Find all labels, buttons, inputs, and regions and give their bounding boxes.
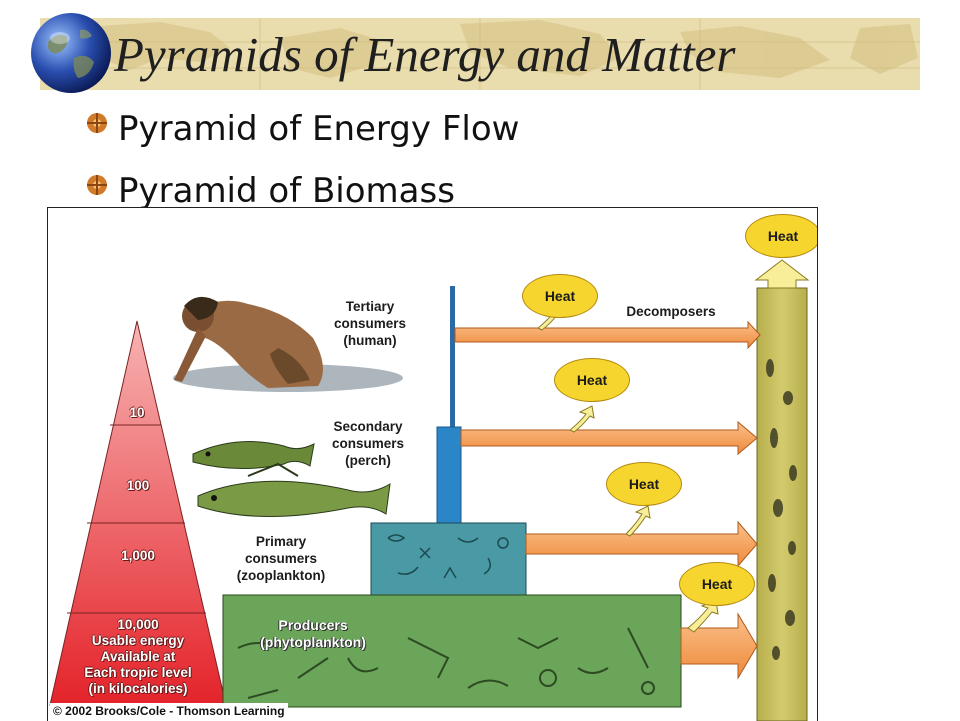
tertiary-consumers-label: Tertiary consumers (human) bbox=[310, 298, 430, 349]
heat-bubble: Heat bbox=[522, 274, 598, 318]
bullet-icon bbox=[87, 113, 107, 133]
bullet-text: Pyramid of Biomass bbox=[118, 171, 455, 211]
pyramid-caption-line: Available at bbox=[100, 649, 176, 664]
pyramid-level-1: 10 bbox=[129, 405, 145, 420]
heat-bubble: Heat bbox=[679, 562, 755, 606]
pyramid-level-4: 10,000 bbox=[117, 617, 159, 632]
primary-consumers-label: Primary consumers (zooplankton) bbox=[221, 533, 341, 584]
heat-bubble: Heat bbox=[554, 358, 630, 402]
arrow-secondary bbox=[460, 420, 758, 456]
zooplankton-water bbox=[370, 522, 527, 602]
arrow-producers bbox=[680, 612, 758, 680]
heat-bubble: Heat bbox=[606, 462, 682, 506]
pyramid-caption-line: (in kilocalories) bbox=[88, 681, 188, 696]
decomposer-column bbox=[754, 259, 810, 721]
energy-flow-arrows bbox=[454, 320, 761, 680]
bullet-text: Pyramid of Energy Flow bbox=[118, 109, 520, 149]
arrow-tertiary bbox=[454, 320, 761, 350]
pyramid-caption-line: Usable energy bbox=[91, 633, 185, 648]
secondary-consumers-label: Secondary consumers (perch) bbox=[308, 418, 428, 469]
label-line: Tertiary bbox=[345, 299, 395, 314]
pyramid-level-2: 100 bbox=[126, 478, 150, 493]
label-line: Producers bbox=[278, 617, 348, 633]
phytoplankton-field bbox=[222, 594, 682, 708]
pyramid-level-3: 1,000 bbox=[121, 548, 155, 563]
bullet-energy-flow: Pyramid of Energy Flow bbox=[86, 112, 519, 146]
producers-label: Producers (phytoplankton) bbox=[243, 617, 383, 651]
decomposer-heat-arrow bbox=[754, 259, 810, 289]
arrow-primary bbox=[525, 520, 758, 568]
label-line: consumers bbox=[331, 436, 405, 451]
label-line: Primary bbox=[255, 534, 307, 549]
perch-fish bbox=[192, 441, 391, 518]
heat-bubble: Heat bbox=[745, 214, 817, 258]
bullet-biomass: Pyramid of Biomass bbox=[86, 174, 455, 208]
human-figure bbox=[173, 296, 403, 392]
label-line: consumers bbox=[244, 551, 318, 566]
pyramid-caption: Usable energy Available at Each tropic l… bbox=[58, 633, 218, 697]
energy-pipe-lower bbox=[436, 426, 462, 524]
label-line: (zooplankton) bbox=[236, 568, 326, 583]
pyramid-caption-line: Each tropic level bbox=[84, 665, 192, 680]
energy-pipe bbox=[450, 286, 455, 428]
label-line: (phytoplankton) bbox=[260, 634, 366, 650]
title-banner bbox=[40, 18, 920, 90]
decomposers-label: Decomposers bbox=[626, 304, 716, 319]
bullet-icon bbox=[87, 175, 107, 195]
label-line: Secondary bbox=[333, 419, 403, 434]
world-map-decoration bbox=[40, 18, 920, 90]
globe-icon bbox=[31, 13, 111, 93]
label-line: consumers bbox=[333, 316, 407, 331]
label-line: (perch) bbox=[345, 453, 391, 468]
copyright-notice: © 2002 Brooks/Cole - Thomson Learning bbox=[50, 703, 288, 719]
energy-pyramid-diagram: 10 100 1,000 10,000 Usable energy Availa… bbox=[47, 207, 818, 721]
label-line: (human) bbox=[343, 333, 397, 348]
slide-title: Pyramids of Energy and Matter bbox=[114, 27, 736, 82]
